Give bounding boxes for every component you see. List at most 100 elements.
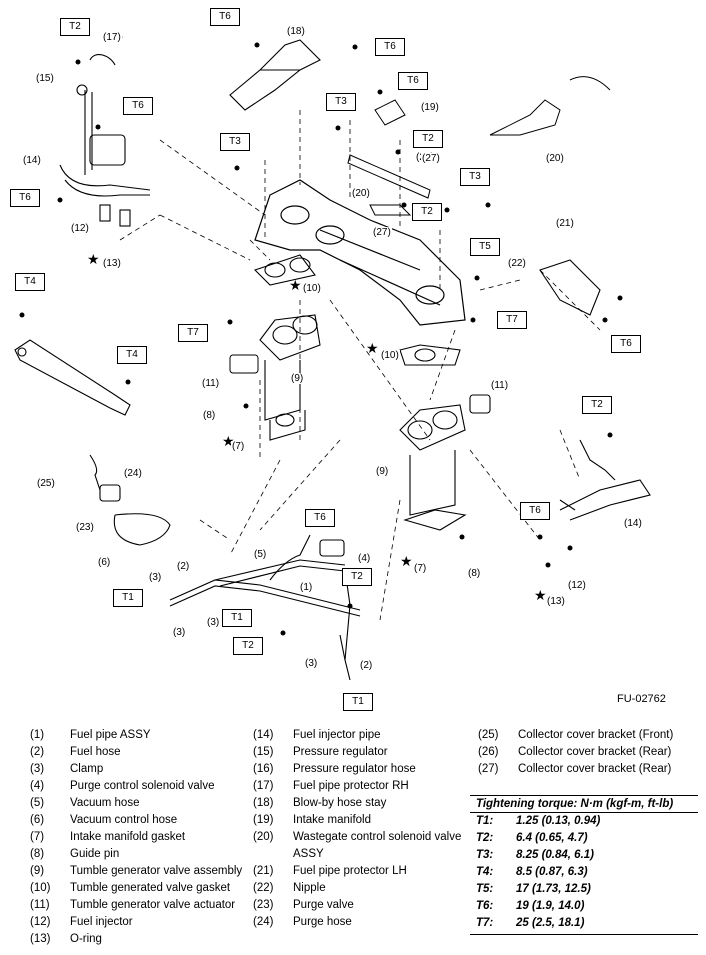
legend-item-number: (5) (30, 797, 45, 809)
part-number-label: (15) (35, 73, 55, 84)
legend-item-text: Tumble generator valve actuator (70, 899, 236, 911)
torque-code: T1: (476, 815, 494, 827)
legend-item-number: (24) (253, 916, 274, 928)
part-number-label: (2) (359, 660, 374, 671)
legend-item: (24)Purge hose (253, 914, 468, 931)
part-number-label: (11) (201, 378, 221, 389)
torque-callout-t7: T7 (497, 311, 527, 329)
part-number-label: (9) (375, 466, 390, 477)
torque-code: T2: (476, 832, 494, 844)
legend-item-number: (25) (478, 729, 499, 741)
collector-cover-bracket-front (14, 339, 131, 416)
part-number-label: (5) (253, 549, 268, 560)
legend-item-number: (23) (253, 899, 274, 911)
torque-row: T4:8.5 (0.87, 6.3) (470, 864, 698, 881)
torque-row: T3:8.25 (0.84, 6.1) (470, 847, 698, 864)
svg-text:★: ★ (400, 553, 413, 569)
legend-item-text: Guide pin (70, 848, 120, 860)
part-number-label: (24) (123, 468, 143, 479)
legend-item-number: (16) (253, 763, 274, 775)
svg-text:★: ★ (366, 340, 379, 356)
legend-item-number: (10) (30, 882, 51, 894)
legend-item-text: Tumble generated valve gasket (70, 882, 231, 894)
legend-item-number: (9) (30, 865, 45, 877)
part-number-label: (1) (299, 582, 314, 593)
torque-row: T7:25 (2.5, 18.1) (470, 915, 698, 932)
torque-row: T5:17 (1.73, 12.5) (470, 881, 698, 898)
torque-row: T2:6.4 (0.65, 4.7) (470, 830, 698, 847)
legend-item-text: Purge control solenoid valve (70, 780, 215, 792)
purge-hose-and-valve (89, 454, 171, 546)
torque-code: T7: (476, 917, 494, 929)
svg-text:★: ★ (289, 277, 302, 293)
legend-item: (4)Purge control solenoid valve (30, 778, 245, 795)
legend-item-number: (17) (253, 780, 274, 792)
legend-item: (26)Collector cover bracket (Rear) (478, 744, 693, 761)
legend-item-text: Vacuum control hose (70, 814, 178, 826)
torque-code: T4: (476, 866, 494, 878)
legend-item-text: Wastegate control solenoid valve ASSY (293, 831, 462, 860)
legend-item-text: Fuel pipe protector RH (293, 780, 409, 792)
part-number-label: (3) (206, 617, 221, 628)
legend-item-text: Collector cover bracket (Rear) (518, 746, 672, 758)
legend-item: (10) Tumble generated valve gasket (30, 880, 245, 897)
torque-value: 19 (1.9, 14.0) (516, 900, 585, 912)
part-number-label: (14) (22, 155, 42, 166)
svg-text:★: ★ (534, 587, 547, 603)
torque-callout-t2: T2 (60, 18, 90, 36)
tumble-generator-valve-right (399, 344, 491, 531)
assembly-dashed-lines (119, 110, 601, 621)
legend-item: (7)Intake manifold gasket (30, 829, 245, 846)
parts-legend-column-2: (14)Fuel injector pipe(15)Pressure regul… (253, 727, 468, 931)
legend-item: (23) Purge valve (253, 897, 468, 914)
legend-item-number: (15) (253, 746, 274, 758)
torque-callout-t1: T1 (343, 693, 373, 711)
torque-callout-t4: T4 (15, 273, 45, 291)
torque-callout-t6: T6 (10, 189, 40, 207)
legend-item-text: Purge valve (293, 899, 354, 911)
legend-item-text: Fuel injector pipe (293, 729, 381, 741)
torque-table-bottom-rule (470, 934, 698, 935)
blow-by-hose-stay (374, 99, 406, 126)
part-number-label: (8) (467, 568, 482, 579)
legend-item-text: Vacuum hose (70, 797, 140, 809)
part-number-label: (14) (623, 518, 643, 529)
legend-item-text: Fuel injector (70, 916, 133, 928)
legend-item: (18)Blow-by hose stay (253, 795, 468, 812)
part-number-label: (7) (413, 563, 428, 574)
legend-item-number: (1) (30, 729, 45, 741)
tightening-torque-table: Tightening torque: N·m (kgf-m, ft-lb) T1… (470, 795, 698, 935)
torque-callout-t6: T6 (210, 8, 240, 26)
fuel-pipe-protector-rh (229, 39, 321, 111)
part-number-label: (13) (102, 258, 122, 269)
torque-code: T3: (476, 849, 494, 861)
legend-item: (3)Clamp (30, 761, 245, 778)
torque-callout-t6: T6 (305, 509, 335, 527)
legend-item: (17) Fuel pipe protector RH (253, 778, 468, 795)
legend-item-text: Pressure regulator hose (293, 763, 416, 775)
part-number-label: (21) (555, 218, 575, 229)
legend-item-number: (21) (253, 865, 274, 877)
legend-item-number: (12) (30, 916, 51, 928)
legend-item-text: Fuel hose (70, 746, 121, 758)
part-number-label: (20) (545, 153, 565, 164)
legend-item-text: Clamp (70, 763, 104, 775)
part-number-label: (10) (302, 283, 322, 294)
fuel-pipe-assy (169, 559, 361, 681)
legend-item-text: O-ring (70, 933, 102, 945)
parts-legend-column-3: (25)Collector cover bracket (Front)(26)C… (478, 727, 693, 778)
legend-item: (5) Vacuum hose (30, 795, 245, 812)
legend-item: (6)Vacuum control hose (30, 812, 245, 829)
torque-callout-t2: T2 (413, 130, 443, 148)
part-number-label: (17) (102, 32, 122, 43)
legend-item: (15)Pressure regulator (253, 744, 468, 761)
part-number-label: (7) (231, 441, 246, 452)
torque-value: 1.25 (0.13, 0.94) (516, 815, 601, 827)
part-number-label: (27) (372, 227, 392, 238)
legend-item: (27)Collector cover bracket (Rear) (478, 761, 693, 778)
legend-item-number: (7) (30, 831, 45, 843)
torque-callout-t6: T6 (398, 72, 428, 90)
part-number-label: (25) (36, 478, 56, 489)
parts-legend-column-1: (1)Fuel pipe ASSY(2)Fuel hose(3)Clamp(4)… (30, 727, 245, 948)
torque-callout-t4: T4 (117, 346, 147, 364)
